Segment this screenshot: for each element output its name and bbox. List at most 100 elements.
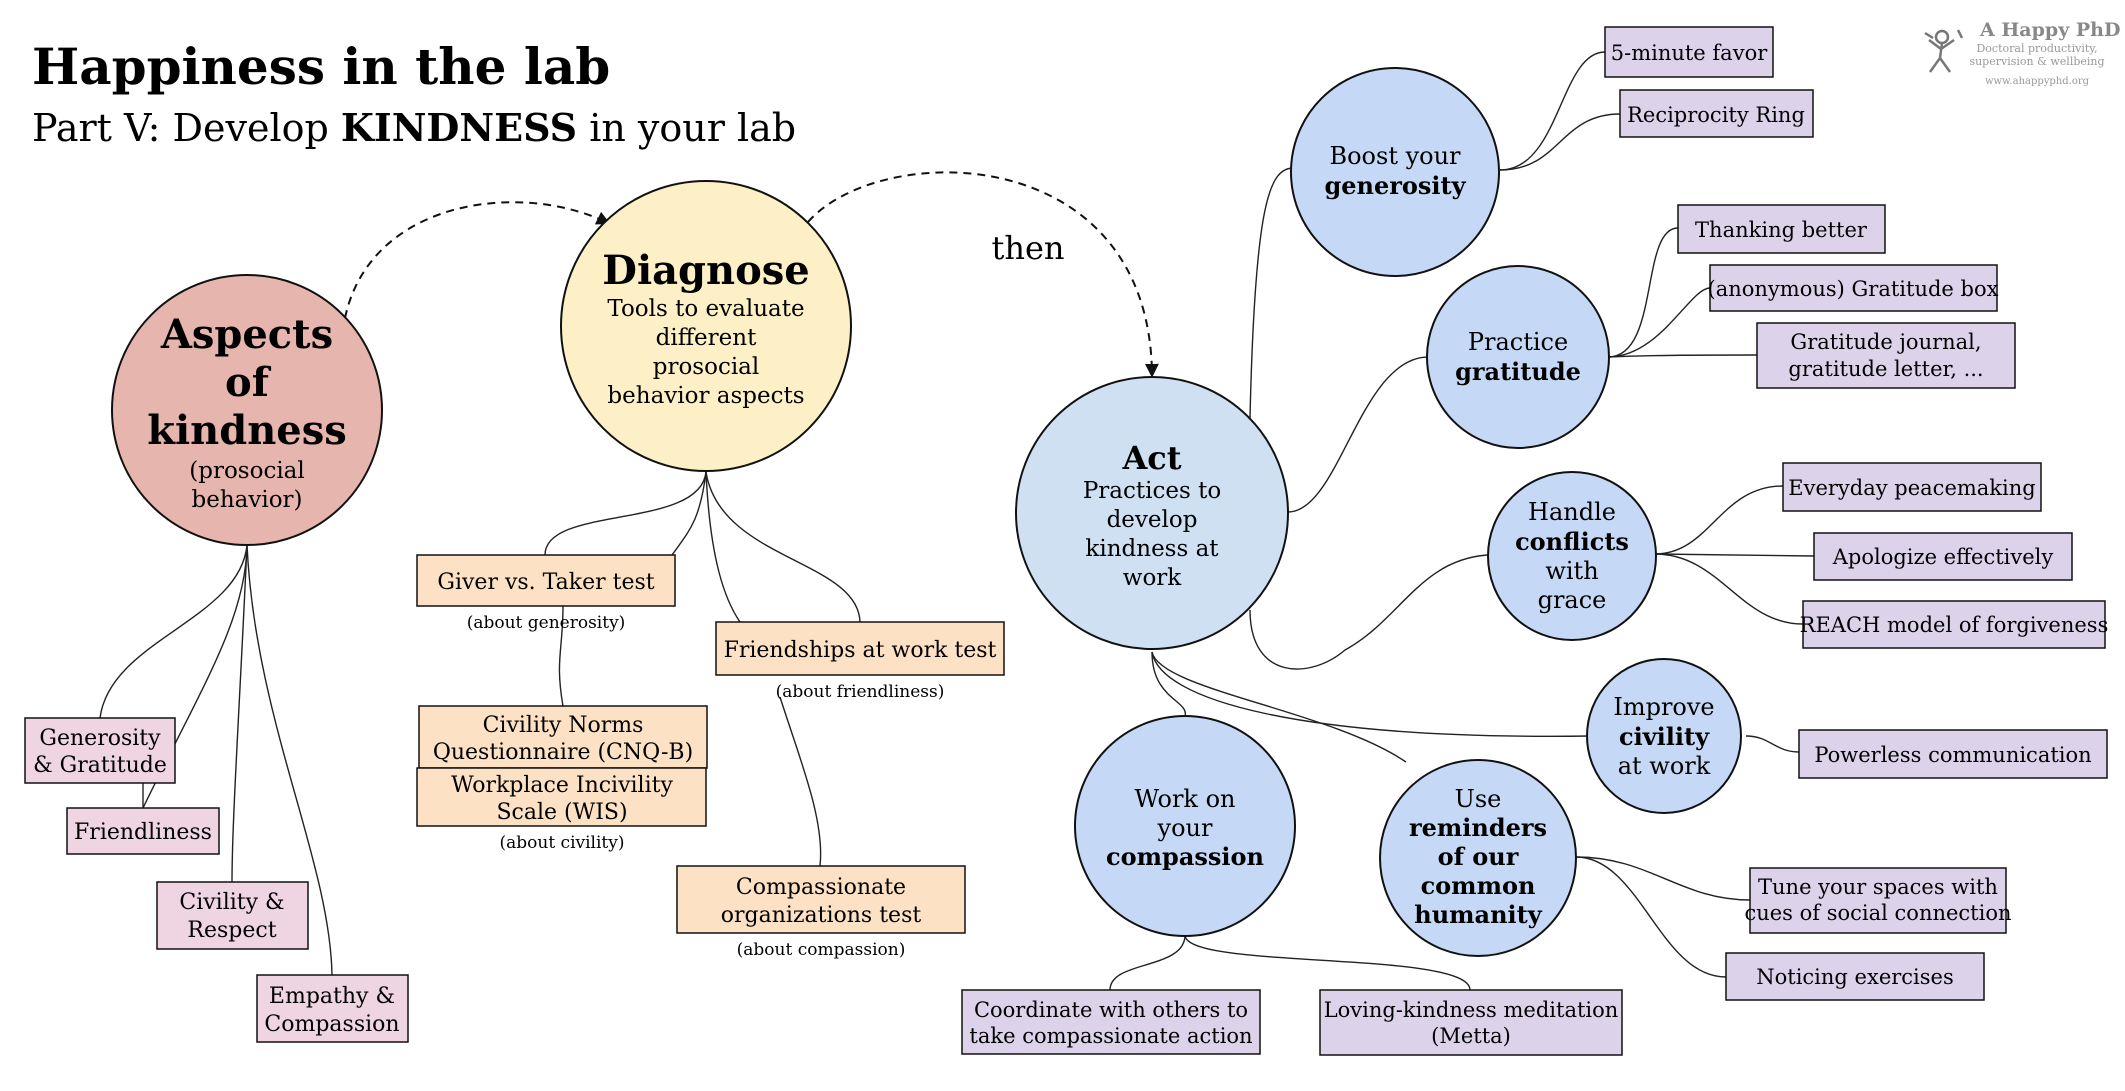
practice-item-label: REACH model of forgiveness [1800, 613, 2109, 637]
practice-item-label: Gratitude journal, [1790, 330, 1981, 354]
logo-url: www.ahappyphd.org [1985, 76, 2090, 87]
test-note: (about compassion) [737, 940, 906, 960]
practice-item-label: Tune your spaces with [1758, 875, 1998, 899]
practice-label: Handle [1528, 498, 1616, 526]
page-subtitle: Part V: Develop KINDNESS in your lab [32, 105, 796, 150]
logo-name: A Happy PhD [1979, 19, 2120, 41]
practice-label-bold: generosity [1324, 171, 1466, 200]
practice-generosity: Boost your generosity [1290, 67, 1500, 277]
act-circle [1015, 376, 1289, 650]
test-label: Questionnaire (CNQ-B) [433, 740, 693, 765]
practice-item-apologize-effectively: Apologize effectively [1813, 532, 2073, 581]
aspect-item-label: Civility & [179, 890, 284, 915]
practice-item-powerless-communication: Powerless communication [1798, 729, 2108, 779]
arrow-diagnose-to-act [807, 171, 1159, 378]
aspect-item-label: Respect [187, 918, 276, 943]
diagnose-circle [560, 180, 852, 472]
practice-label: Use [1455, 785, 1502, 813]
practice-circle [1074, 715, 1296, 937]
practice-item-label: Coordinate with others to [974, 998, 1248, 1022]
practice-item-label: Noticing exercises [1756, 965, 1954, 989]
practice-item-label: take compassionate action [969, 1024, 1252, 1048]
practice-item-label: cues of social connection [1744, 901, 2011, 925]
practice-item-label: Apologize effectively [1832, 545, 2054, 569]
practice-label-bold: conflicts [1515, 527, 1629, 556]
test-label: Friendships at work test [724, 638, 997, 663]
logo-tagline-1: Doctoral productivity, [1976, 42, 2097, 55]
practice-item-tune-spaces: Tune your spaces with cues of social con… [1744, 867, 2012, 934]
aspect-item-label: Empathy & [269, 984, 395, 1009]
aspects-node: Aspects of kindness (prosocial behavior) [111, 274, 383, 546]
practice-item-noticing-exercises: Noticing exercises [1725, 952, 1985, 1001]
test-label: Giver vs. Taker test [437, 570, 654, 595]
practice-label: your [1157, 814, 1213, 842]
practice-item-label: gratitude letter, ... [1788, 357, 1983, 381]
practice-label: Boost your [1329, 142, 1461, 170]
act-sub-line-1: Practices to [1083, 478, 1221, 504]
practice-circle [1426, 265, 1610, 449]
practice-label-bold: common [1421, 871, 1536, 900]
aspect-item-civility: Civility & Respect [156, 881, 309, 950]
aspects-title-line-1: Aspects [160, 311, 333, 358]
practice-item-5-minute-favor: 5-minute favor [1604, 26, 1774, 78]
practice-item-label: 5-minute favor [1611, 41, 1768, 65]
practice-circle [1379, 759, 1577, 957]
practice-label-bold: compassion [1106, 842, 1264, 871]
practice-label-bold: humanity [1414, 900, 1542, 929]
page-title: Happiness in the lab [32, 37, 610, 96]
aspect-item-label: Compassion [264, 1012, 399, 1037]
connectors [99, 51, 1815, 991]
practice-item-label: Loving-kindness meditation [1324, 998, 1619, 1022]
diagnose-title: Diagnose [602, 247, 810, 294]
test-label: organizations test [721, 903, 922, 928]
practice-label: Work on [1134, 785, 1235, 813]
aspect-item-friendliness: Friendliness [66, 807, 220, 855]
practice-label: grace [1538, 586, 1607, 614]
test-label: Scale (WIS) [496, 800, 627, 825]
practice-item-label: Reciprocity Ring [1627, 103, 1805, 127]
then-label: then [991, 229, 1064, 267]
aspect-item-label: Friendliness [74, 820, 212, 845]
diagnose-test-wis: Workplace Incivility Scale (WIS) (about … [416, 767, 707, 853]
practice-item-everyday-peacemaking: Everyday peacemaking [1782, 462, 2042, 512]
test-label: Civility Norms [483, 713, 644, 738]
stick-figure-icon [1924, 29, 1964, 73]
practice-label-bold: of our [1438, 842, 1519, 871]
practice-item-label: Thanking better [1695, 218, 1868, 242]
test-note: (about generosity) [467, 613, 626, 633]
practice-label: at work [1618, 752, 1711, 780]
test-label: Compassionate [736, 875, 906, 900]
aspects-circle [111, 274, 383, 546]
practice-label: Improve [1613, 693, 1714, 721]
act-node: Act Practices to develop kindness at wor… [1015, 376, 1289, 650]
practice-label-bold: gratitude [1455, 357, 1581, 386]
aspect-item-empathy: Empathy & Compassion [256, 974, 409, 1043]
aspect-item-label: & Gratitude [33, 753, 167, 778]
aspects-title-line-3: kindness [147, 407, 347, 454]
practice-circle [1290, 67, 1500, 277]
practice-item-label: Everyday peacemaking [1788, 476, 2035, 500]
aspect-item-label: Generosity [39, 726, 161, 751]
test-label: Workplace Incivility [451, 773, 673, 798]
practice-item-loving-kindness: Loving-kindness meditation (Metta) [1319, 989, 1623, 1056]
aspect-item-generosity: Generosity & Gratitude [24, 717, 176, 784]
practice-item-coordinate-action: Coordinate with others to take compassio… [961, 989, 1261, 1055]
diagnose-sub-line-2: different [656, 325, 757, 351]
practice-item-reach-model: REACH model of forgiveness [1800, 600, 2109, 649]
diagnose-test-compassion: Compassionate organizations test (about … [676, 865, 966, 960]
arrow-aspects-to-diagnose [344, 201, 611, 319]
aspects-sub-line-2: behavior) [191, 487, 302, 513]
diagnose-test-giver: Giver vs. Taker test (about generosity) [416, 554, 676, 633]
practice-item-label: (anonymous) Gratitude box [1708, 277, 1999, 301]
practice-item-reciprocity-ring: Reciprocity Ring [1619, 89, 1814, 138]
diagnose-sub-line-3: prosocial [653, 354, 760, 380]
practice-label-bold: reminders [1409, 813, 1547, 842]
practice-item-gratitude-box: (anonymous) Gratitude box [1708, 264, 1999, 312]
practice-gratitude: Practice gratitude [1426, 265, 1610, 449]
practice-circle [1586, 658, 1742, 814]
practice-label-bold: civility [1619, 722, 1710, 751]
act-sub-line-3: kindness at [1085, 536, 1219, 562]
practice-compassion: Work on your compassion [1074, 715, 1296, 937]
practice-conflicts: Handle conflicts with grace [1487, 471, 1657, 641]
